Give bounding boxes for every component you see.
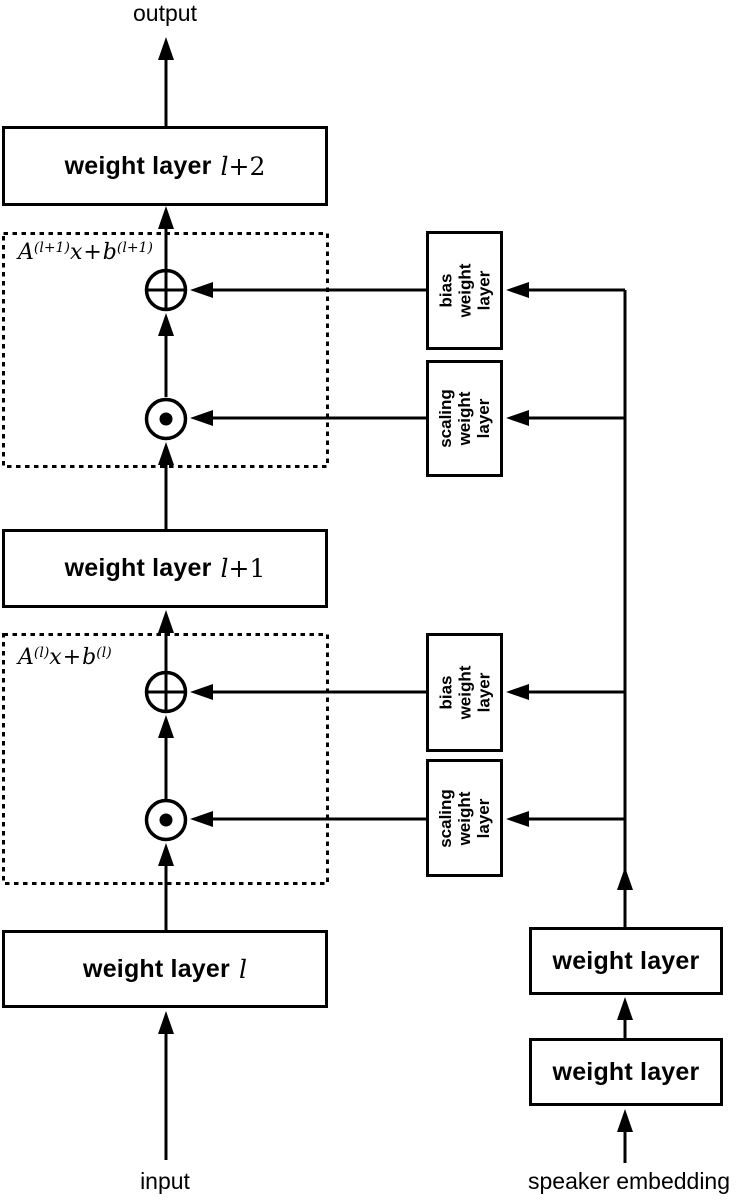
output-label: output	[133, 0, 197, 26]
arrow-bias-lower-to-add	[190, 684, 426, 700]
speaker-weight-layer-2-box: weight layer	[529, 1038, 723, 1106]
arrow-bus-to-bias-upper	[506, 282, 625, 298]
scaling-weight-layer-upper-box: scaling weight layer	[426, 360, 503, 477]
arrow-bias-upper-to-add	[190, 282, 426, 298]
bias-weight-layer-lower-label: bias weight layer	[436, 665, 493, 720]
speaker-embedding-label: speaker embedding	[527, 1168, 731, 1194]
weight-layer-l-box: weight layer l	[2, 930, 328, 1008]
arrow-weight-l-to-scale-lower	[158, 843, 174, 930]
arrow-bus-to-scaling-upper	[506, 410, 625, 426]
elementwise-multiply-operator-upper	[144, 397, 188, 441]
weight-layer-l2-box: weight layer l+2	[2, 126, 328, 206]
elementwise-add-operator-upper	[144, 268, 188, 312]
weight-layer-l1-index: l+1	[220, 554, 266, 583]
affine-formula-lower: A(l)x+b(l)	[18, 645, 112, 670]
arrow-weight-l1-to-scale-upper	[158, 442, 174, 529]
arrow-scale-lower-to-add-lower	[158, 715, 174, 799]
weight-layer-l1-box: weight layer l+1	[2, 529, 328, 608]
weight-layer-l1-label: weight layer	[64, 554, 212, 582]
input-label: input	[140, 1168, 190, 1194]
arrow-bus-to-scaling-lower	[506, 811, 625, 827]
weight-layer-l2-index: l+2	[220, 151, 266, 181]
arrow-scaling-upper-to-scale	[190, 410, 426, 426]
arrow-speaker-embedding-input	[617, 1109, 633, 1163]
arrow-input	[158, 1011, 174, 1160]
bias-weight-layer-upper-box: bias weight layer	[426, 231, 503, 350]
bias-weight-layer-lower-box: bias weight layer	[426, 633, 503, 752]
arrow-output	[158, 37, 174, 126]
weight-layer-l2-label: weight layer	[64, 151, 212, 180]
arrow-scale-upper-to-add-upper	[158, 313, 174, 397]
speaker-weight-layer-1-box: weight layer	[529, 927, 723, 995]
arrow-bus-to-bias-lower	[506, 684, 625, 700]
affine-formula-upper: A(l+1)x+b(l+1)	[18, 240, 153, 265]
scaling-weight-layer-upper-label: scaling weight layer	[436, 389, 493, 448]
elementwise-multiply-operator-lower	[144, 798, 188, 842]
speaker-embedding-bus-line	[617, 290, 633, 927]
weight-layer-l-index: l	[238, 954, 247, 984]
scaling-weight-layer-lower-label: scaling weight layer	[436, 788, 493, 848]
elementwise-add-operator-lower	[144, 670, 188, 714]
speaker-weight-layer-2-label: weight layer	[552, 1057, 700, 1086]
arrow-scaling-lower-to-scale	[190, 811, 426, 827]
weight-layer-l-label: weight layer	[83, 954, 230, 983]
speaker-weight-layer-1-label: weight layer	[552, 946, 700, 975]
arrow-add-upper-to-weight-l2	[158, 206, 174, 269]
arrow-add-lower-to-weight-l1	[158, 610, 174, 671]
bias-weight-layer-upper-label: bias weight layer	[436, 263, 493, 318]
scaling-weight-layer-lower-box: scaling weight layer	[426, 759, 503, 877]
arrow-speaker-weight2-to-weight1	[617, 997, 633, 1038]
